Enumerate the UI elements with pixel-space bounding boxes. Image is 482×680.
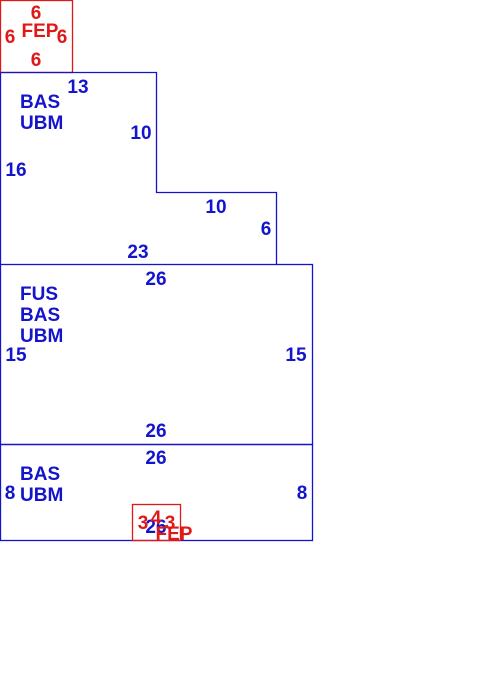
main-lower-dim-bottom: 26 bbox=[145, 517, 166, 538]
main-lower-code-2: UBM bbox=[20, 485, 63, 506]
main-lower-dim-left: 8 bbox=[5, 483, 16, 504]
main-upper-dim-top: 13 bbox=[67, 77, 88, 98]
main-middle-dim-bottom: 26 bbox=[145, 421, 166, 442]
main-upper-dim-left: 16 bbox=[5, 160, 26, 181]
main-lower-code-1: BAS bbox=[20, 464, 60, 485]
main-upper-dim-right: 6 bbox=[261, 219, 272, 240]
main-upper-dim-inner-right: 10 bbox=[130, 123, 151, 144]
main-middle-code-1: FUS bbox=[20, 284, 58, 305]
main-middle-dim-top: 26 bbox=[145, 269, 166, 290]
main-upper-code-2: UBM bbox=[20, 113, 63, 134]
main-middle-dim-right: 15 bbox=[285, 345, 307, 366]
main-middle-dim-left: 15 bbox=[5, 345, 27, 366]
porch-bottom-outline bbox=[131, 503, 182, 542]
porch-top: 6 6 6 6 FEP bbox=[0, 0, 74, 74]
main-lower-dim-top: 26 bbox=[145, 448, 166, 469]
porch-top-dim-bottom: 6 bbox=[31, 50, 42, 71]
main-middle-code-2: BAS bbox=[20, 305, 60, 326]
main-upper-section: BAS UBM 13 10 16 10 6 23 bbox=[0, 71, 278, 265]
main-middle-code-3: UBM bbox=[20, 326, 63, 347]
main-upper-outline bbox=[0, 71, 278, 265]
main-upper-code-1: BAS bbox=[20, 92, 60, 113]
porch-bottom-dim-left: 3 bbox=[138, 513, 149, 534]
main-lower-section: BAS UBM 26 8 8 26 bbox=[0, 443, 314, 542]
porch-bottom-dim-top: 4 bbox=[151, 508, 162, 529]
porch-bottom-code: FEP bbox=[156, 524, 193, 545]
main-middle-section: FUS BAS UBM 26 15 15 26 bbox=[0, 263, 314, 446]
porch-bottom: 3 3 4 FEP bbox=[131, 503, 193, 545]
porch-top-dim-right: 6 bbox=[57, 27, 68, 48]
porch-top-dim-left: 6 bbox=[5, 27, 16, 48]
porch-top-code: FEP bbox=[22, 21, 59, 42]
main-upper-dim-step: 10 bbox=[205, 197, 226, 218]
porch-top-dim-top: 6 bbox=[31, 3, 42, 24]
main-upper-dim-bottom: 23 bbox=[127, 242, 148, 263]
main-lower-dim-right: 8 bbox=[297, 483, 308, 504]
porch-bottom-dim-right: 3 bbox=[165, 513, 176, 534]
